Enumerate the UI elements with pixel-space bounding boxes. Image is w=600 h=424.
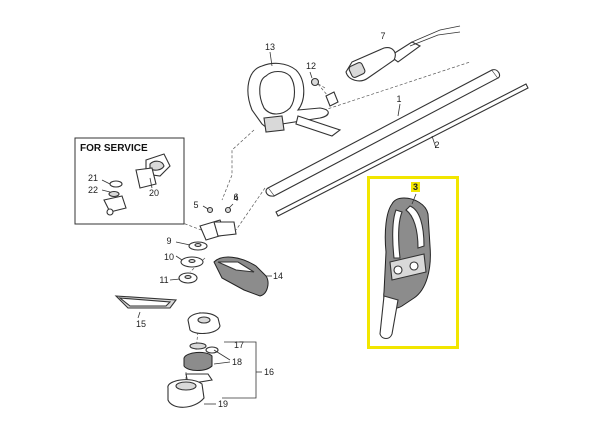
callout-1: 1 [396,94,401,104]
shoulder-harness-part [379,193,431,340]
callout-21: 21 [88,173,98,183]
callout-22: 22 [88,185,98,195]
for-service-title: FOR SERVICE [80,143,148,154]
shaft-leaders [269,51,437,149]
callout-12: 12 [306,61,316,71]
callout-14: 14 [273,271,283,281]
callout-9: 9 [166,236,171,246]
callout-17: 17 [234,340,244,350]
callout-15: 15 [136,319,146,329]
callout-2: 2 [434,140,439,150]
screw-part-12 [309,71,339,107]
blade-part [114,295,178,319]
callout-20: 20 [149,188,159,198]
callout-3: 3 [413,182,418,192]
callout-6: 6 [233,192,238,202]
callout-18: 18 [232,357,242,367]
gear-head-assembly [199,203,237,241]
callout-7: 7 [380,31,385,41]
callout-4: 4 [233,193,238,203]
drive-shaft-tube-part [265,69,501,197]
callout-5: 5 [193,200,198,210]
drive-cable-part [275,83,529,217]
callout-3-background [411,182,420,192]
callout-labels: 1 2 3 4 5 6 7 9 10 11 12 13 14 15 16 17 … [88,31,440,409]
trimmer-head-assembly [167,312,262,408]
callout-3-highlight: 3 [411,182,420,192]
callout-13: 13 [265,42,275,52]
for-service-box: FOR SERVICE [74,137,185,225]
callout-19: 19 [218,399,228,409]
throttle-handle-part [345,25,461,82]
highlighted-part-box [367,176,459,349]
highlight-frame [367,176,459,349]
loop-handle-part [247,62,342,137]
callout-16: 16 [264,367,274,377]
washer-stack [169,241,208,284]
callout-10: 10 [164,252,174,262]
callout-11: 11 [159,275,168,285]
guard-part [213,256,272,297]
